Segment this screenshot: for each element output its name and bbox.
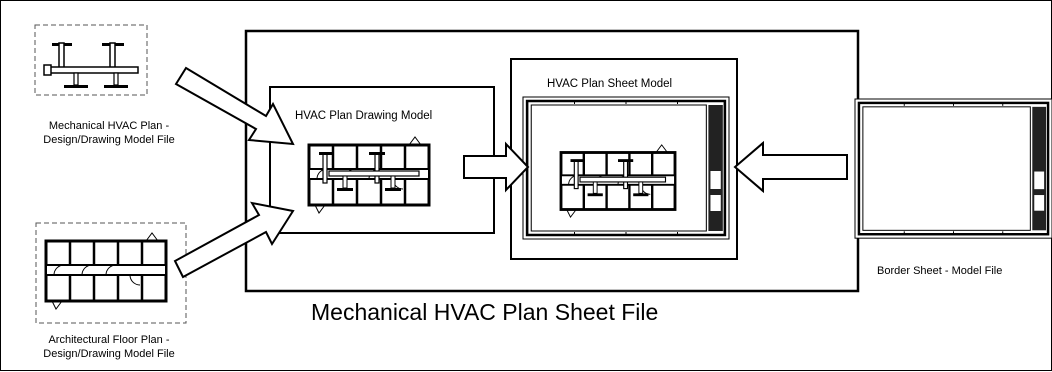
arrow-architectural-to-drawing <box>173 201 295 279</box>
mechanical-hvac-label-line2: Design/Drawing Model File <box>43 134 175 146</box>
architectural-floor-label: Architectural Floor Plan - Design/Drawin… <box>29 333 189 361</box>
border-sheet-label: Border Sheet - Model File <box>877 265 1003 277</box>
mechanical-hvac-model-box <box>34 24 148 96</box>
architectural-floor-label-line1: Architectural Floor Plan - <box>48 334 170 346</box>
border-sheet-model <box>853 97 1052 240</box>
arrow-border-to-sheet <box>733 140 848 194</box>
drawing-model-title: HVAC Plan Drawing Model <box>295 110 433 122</box>
sheet-model-title: HVAC Plan Sheet Model <box>547 78 673 90</box>
arrow-drawing-to-sheet <box>463 141 530 193</box>
arrow-mechanical-to-drawing <box>174 66 295 146</box>
architectural-floor-model-box <box>35 222 187 324</box>
mechanical-hvac-label: Mechanical HVAC Plan - Design/Drawing Mo… <box>29 119 189 147</box>
mechanical-hvac-label-line1: Mechanical HVAC Plan - <box>48 120 170 132</box>
architectural-floor-label-line2: Design/Drawing Model File <box>43 348 175 360</box>
drawing-model-plan <box>309 137 429 213</box>
sheet-file-title: Mechanical HVAC Plan Sheet File <box>311 299 659 325</box>
